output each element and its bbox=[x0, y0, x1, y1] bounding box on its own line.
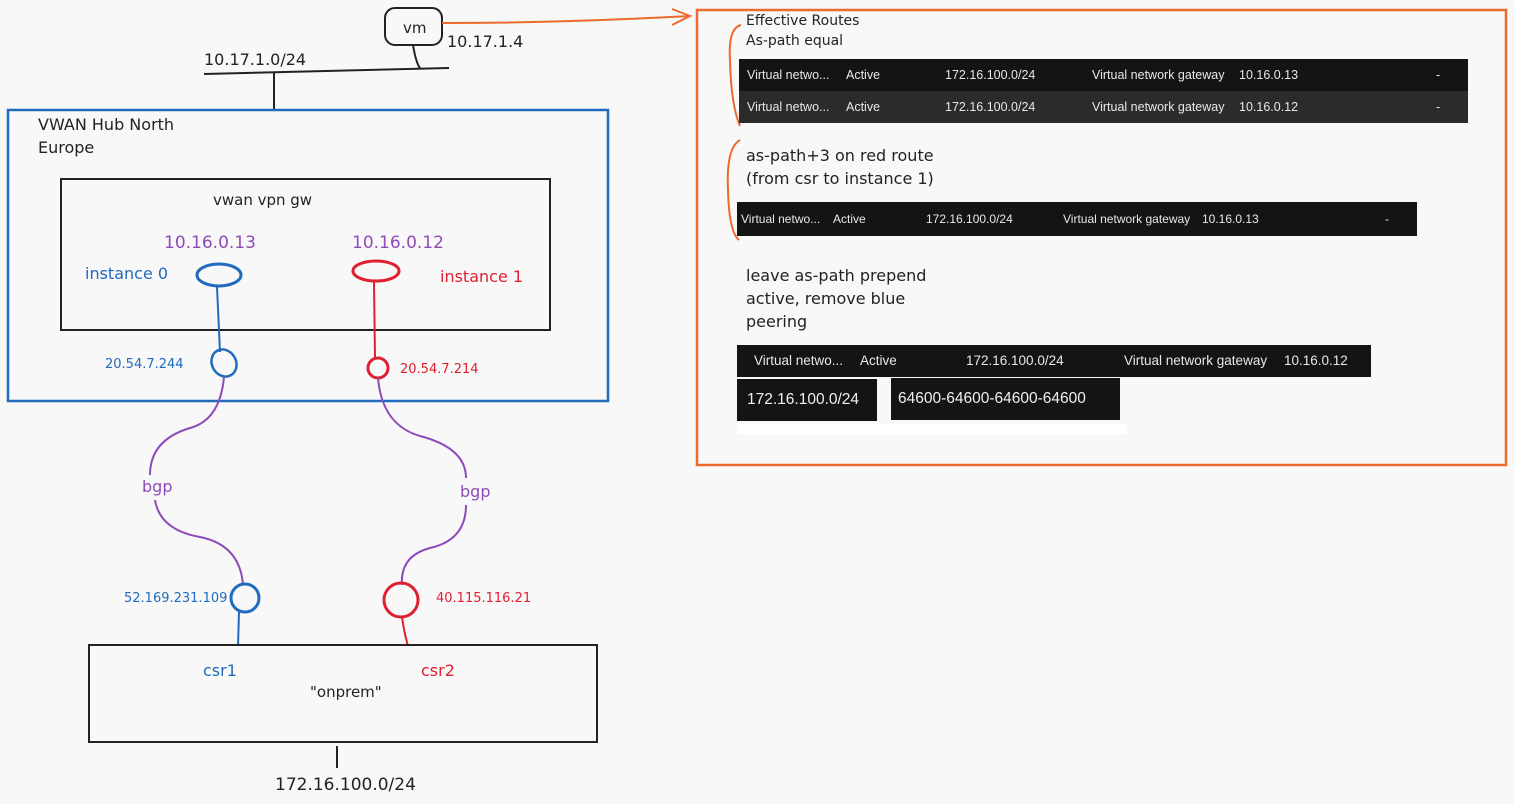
bgp-left-label: bgp bbox=[142, 477, 172, 496]
effective-routes-panel bbox=[695, 8, 1508, 467]
prepend-note-line2: (from csr to instance 1) bbox=[746, 169, 934, 188]
bgp-right-label: bgp bbox=[460, 482, 490, 501]
csr2-node bbox=[382, 581, 420, 619]
vm-to-routes-arrow bbox=[441, 15, 691, 24]
as-path-cell: 64600-64600-64600-64600 bbox=[891, 378, 1120, 420]
vm-label: vm bbox=[403, 19, 427, 37]
instance0-link bbox=[216, 286, 221, 353]
route-next-hop-type: Virtual network gateway bbox=[1063, 212, 1191, 226]
bgp-left-lower bbox=[154, 499, 244, 586]
route-prefix: 172.16.100.0/24 bbox=[926, 212, 1013, 226]
hub-title-line2: Europe bbox=[38, 138, 94, 157]
route-next-hop-type: Virtual network gateway bbox=[1124, 353, 1268, 368]
route-extra: - bbox=[1436, 100, 1441, 114]
route-next-hop-ip: 10.16.0.12 bbox=[1239, 100, 1299, 114]
route-state: Active bbox=[846, 100, 881, 114]
instance1-node bbox=[351, 259, 401, 283]
bracket-1 bbox=[728, 24, 742, 127]
route-state: Active bbox=[846, 68, 881, 82]
table-row: Virtual netwo... Active 172.16.100.0/24 … bbox=[739, 91, 1468, 123]
arrow-head bbox=[671, 8, 693, 26]
instance1-link bbox=[373, 281, 376, 359]
route-next-hop-type: Virtual network gateway bbox=[1092, 100, 1225, 114]
instance0-node bbox=[195, 262, 243, 288]
route-prefix-cell: 172.16.100.0/24 bbox=[737, 379, 877, 421]
route-next-hop-type: Virtual network gateway bbox=[1092, 68, 1225, 82]
csr1-link bbox=[237, 611, 240, 647]
csr1-label: csr1 bbox=[203, 661, 237, 680]
onprem-prefix: 172.16.100.0/24 bbox=[275, 775, 416, 795]
table-row: Virtual netwo... Active 172.16.100.0/24 … bbox=[737, 345, 1371, 377]
vm-link bbox=[412, 44, 421, 69]
bgp-right-upper bbox=[377, 377, 467, 479]
prepend-route-table: Virtual netwo... Active 172.16.100.0/24 … bbox=[737, 202, 1417, 236]
route-next-hop-ip: 10.16.0.13 bbox=[1239, 68, 1299, 82]
hub-title-line1: VWAN Hub North bbox=[38, 115, 174, 134]
table-row: Virtual netwo... Active 172.16.100.0/24 … bbox=[739, 59, 1468, 91]
remove-note-line3: peering bbox=[746, 312, 808, 331]
vwan-hub-box bbox=[6, 108, 610, 403]
prepend-note-line1: as-path+3 on red route bbox=[746, 146, 934, 165]
route-source: Virtual netwo... bbox=[754, 353, 844, 368]
csr2-link bbox=[401, 616, 409, 647]
onprem-label: "onprem" bbox=[310, 683, 382, 701]
instance0-public-ip: 20.54.7.244 bbox=[105, 357, 184, 372]
instance0-public-node bbox=[210, 348, 238, 378]
csr2-ip: 40.115.116.21 bbox=[436, 591, 531, 606]
instance1-public-node bbox=[366, 356, 390, 380]
table-row: Virtual netwo... Active 172.16.100.0/24 … bbox=[737, 202, 1417, 236]
effective-routes-title: Effective Routes bbox=[746, 13, 860, 29]
remove-note-line1: leave as-path prepend bbox=[746, 266, 927, 285]
bracket-2 bbox=[726, 139, 741, 241]
csr2-label: csr2 bbox=[421, 661, 455, 680]
route-source: Virtual netwo... bbox=[741, 212, 821, 226]
route-next-hop-ip: 10.16.0.12 bbox=[1284, 353, 1348, 368]
route-source: Virtual netwo... bbox=[747, 100, 830, 114]
route-prefix: 172.16.100.0/24 bbox=[966, 353, 1064, 368]
route-next-hop-ip: 10.16.0.13 bbox=[1202, 212, 1259, 226]
remove-route-table: Virtual netwo... Active 172.16.100.0/24 … bbox=[737, 345, 1371, 377]
csr1-ip: 52.169.231.109 bbox=[124, 591, 227, 606]
vm-subnet: 10.17.1.0/24 bbox=[204, 50, 306, 69]
instance1-public-ip: 20.54.7.214 bbox=[400, 362, 479, 377]
remove-note-line2: active, remove blue bbox=[746, 289, 906, 308]
route-state: Active bbox=[833, 212, 866, 226]
route-extra: - bbox=[1385, 212, 1389, 226]
route-state: Active bbox=[860, 353, 897, 368]
vpn-gateway-box bbox=[60, 178, 551, 331]
onprem-box bbox=[88, 644, 598, 743]
instance1-label: instance 1 bbox=[440, 267, 523, 286]
instance0-private-ip: 10.16.0.13 bbox=[164, 233, 256, 253]
instance0-label: instance 0 bbox=[85, 264, 168, 283]
gateway-label: vwan vpn gw bbox=[213, 191, 312, 209]
route-extra: - bbox=[1436, 68, 1441, 82]
csr1-node bbox=[229, 582, 261, 614]
effective-routes-subtitle: As-path equal bbox=[746, 33, 844, 49]
instance1-private-ip: 10.16.0.12 bbox=[352, 233, 444, 253]
bgp-left-upper bbox=[149, 376, 225, 476]
bgp-right-lower bbox=[400, 504, 467, 586]
vm-ip: 10.17.1.4 bbox=[447, 32, 523, 51]
subnet-line bbox=[203, 67, 450, 75]
route-prefix: 172.16.100.0/24 bbox=[945, 68, 1036, 82]
effective-routes-table: Virtual netwo... Active 172.16.100.0/24 … bbox=[739, 59, 1468, 123]
route-prefix: 172.16.100.0/24 bbox=[945, 100, 1036, 114]
route-source: Virtual netwo... bbox=[747, 68, 830, 82]
cell-underlay bbox=[737, 424, 1127, 435]
